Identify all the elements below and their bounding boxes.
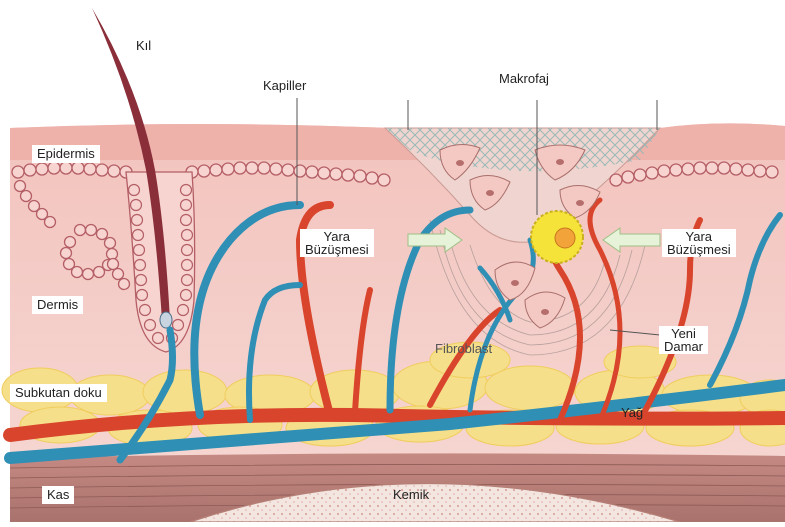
label-yara-left-line2: Büzüşmesi <box>305 243 369 256</box>
label-kas: Kas <box>42 486 74 504</box>
macrophage <box>531 211 583 263</box>
label-yara-buzusmesi-left: Yara Büzüşmesi <box>300 229 374 257</box>
label-yag: Yağ <box>616 404 648 422</box>
label-kil: Kıl <box>131 37 156 55</box>
label-epidermis: Epidermis <box>32 145 100 163</box>
hair-bulb <box>160 312 172 328</box>
label-dermis: Dermis <box>32 296 83 314</box>
label-makrofaj: Makrofaj <box>494 70 554 88</box>
label-yeni-damar: Yeni Damar <box>659 326 708 354</box>
label-yeni-line2: Damar <box>664 340 703 353</box>
label-fibroblast: Fibroblast <box>430 340 497 358</box>
label-subkutan-doku: Subkutan doku <box>10 384 107 402</box>
label-kapiller: Kapiller <box>258 77 311 95</box>
label-yara-buzusmesi-right: Yara Büzüşmesi <box>662 229 736 257</box>
label-yara-right-line2: Büzüşmesi <box>667 243 731 256</box>
label-kemik: Kemik <box>388 486 434 504</box>
